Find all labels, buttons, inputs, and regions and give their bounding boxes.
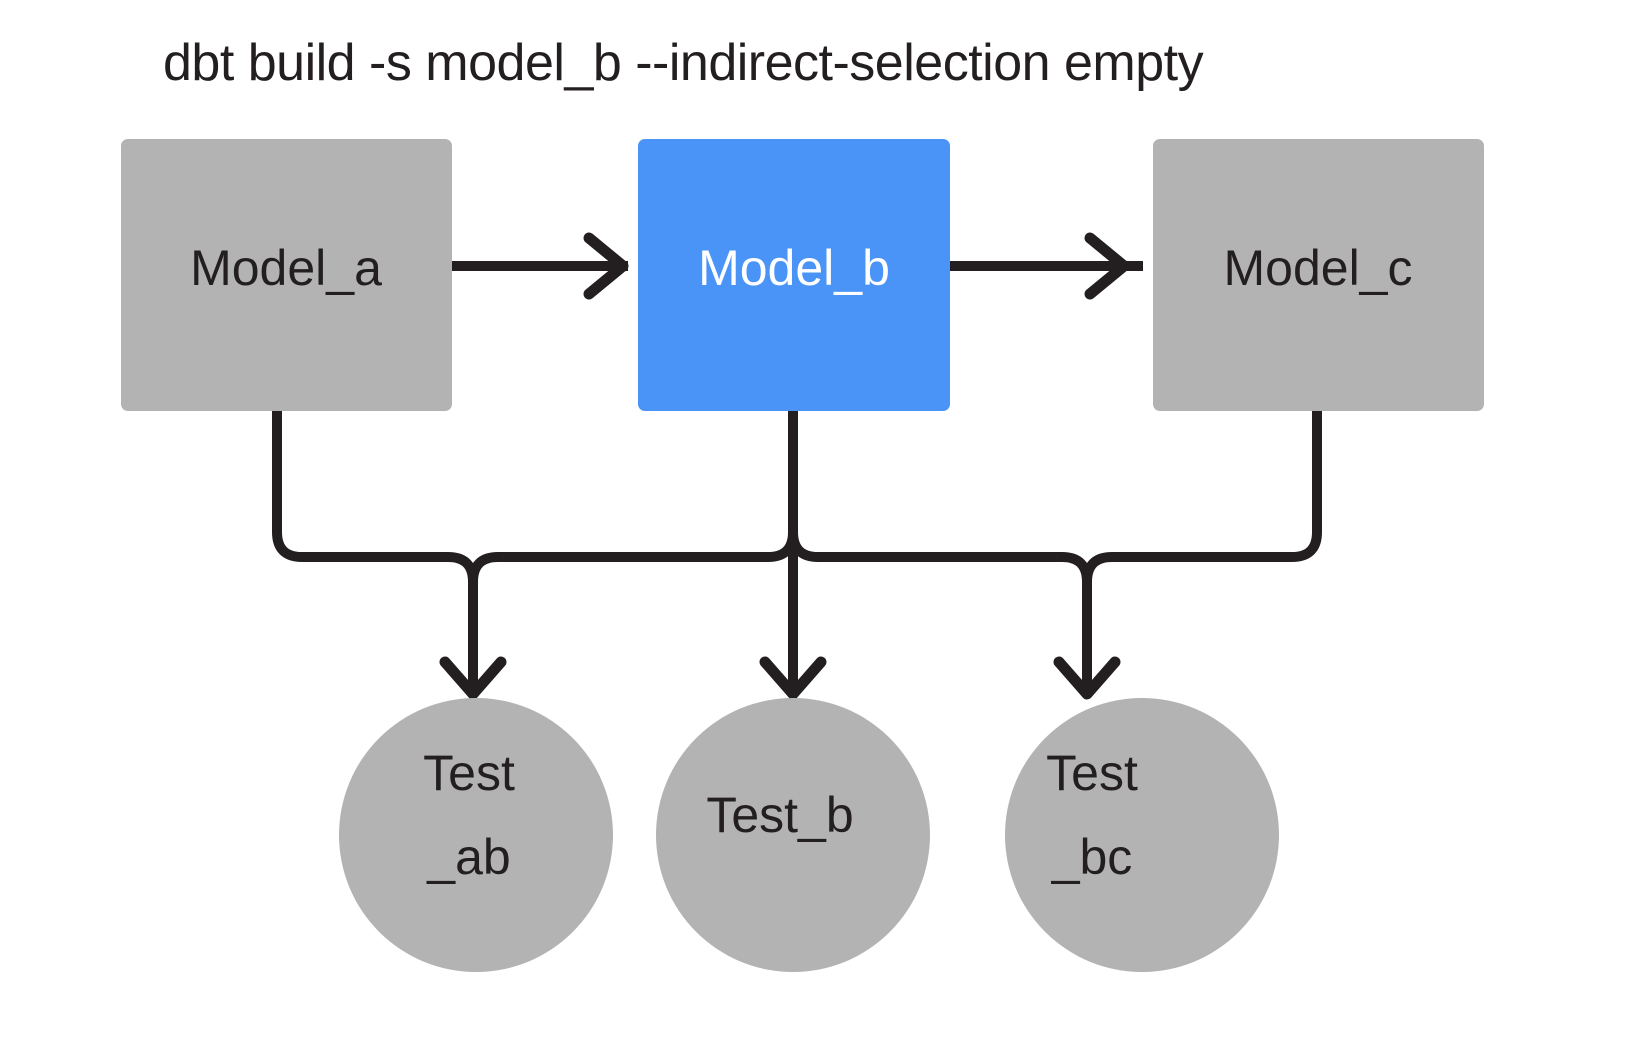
edge-path (468, 406, 798, 583)
node-test-b[interactable]: Test_b (656, 698, 930, 972)
node-test-b-label: Test_b (706, 787, 853, 843)
node-test-b-shape[interactable] (656, 698, 930, 972)
edge-layer (272, 232, 1322, 700)
node-model-b-shape[interactable] (638, 139, 950, 411)
node-model-a[interactable]: Model_a (121, 139, 452, 411)
edge-model-b-to-test-ab (468, 406, 798, 583)
node-model-a-shape[interactable] (121, 139, 452, 411)
node-test-bc-label-line1: Test (1046, 745, 1138, 801)
node-test-ab-label-line1: Test (423, 745, 515, 801)
node-model-b[interactable]: Model_b (638, 139, 950, 411)
arrowhead-icon (1053, 656, 1121, 700)
node-model-b-label: Model_b (698, 240, 890, 296)
node-model-a-label: Model_a (190, 240, 382, 296)
edge-model-b-to-test-bc (788, 406, 1092, 690)
node-model-c[interactable]: Model_c (1153, 139, 1484, 411)
arrowhead-icon (1084, 232, 1130, 300)
node-test-bc[interactable]: Test _bc (1005, 698, 1279, 972)
node-test-ab-shape[interactable] (339, 698, 613, 972)
edge-path (272, 406, 478, 690)
edge-path (788, 406, 1092, 690)
edge-path (1082, 406, 1322, 583)
arrowhead-icon (583, 232, 629, 300)
edge-model-a-to-model-b (434, 232, 629, 300)
node-model-c-shape[interactable] (1153, 139, 1484, 411)
node-model-c-label: Model_c (1224, 240, 1413, 296)
edge-model-c-to-test-bc (1082, 406, 1322, 583)
page-title: dbt build -s model_b --indirect-selectio… (163, 34, 1204, 92)
node-layer: Model_a Model_b Model_c Test _ab Tes (121, 139, 1484, 972)
edge-model-b-to-model-c (932, 232, 1143, 300)
node-test-bc-label-line2: _bc (1051, 829, 1133, 885)
arrowhead-icon (439, 656, 507, 700)
node-test-ab-label-line2: _ab (426, 829, 510, 885)
edge-model-a-to-test-ab (272, 406, 478, 690)
arrowhead-icon (759, 656, 827, 700)
node-test-bc-shape[interactable] (1005, 698, 1279, 972)
node-test-ab[interactable]: Test _ab (339, 698, 613, 972)
